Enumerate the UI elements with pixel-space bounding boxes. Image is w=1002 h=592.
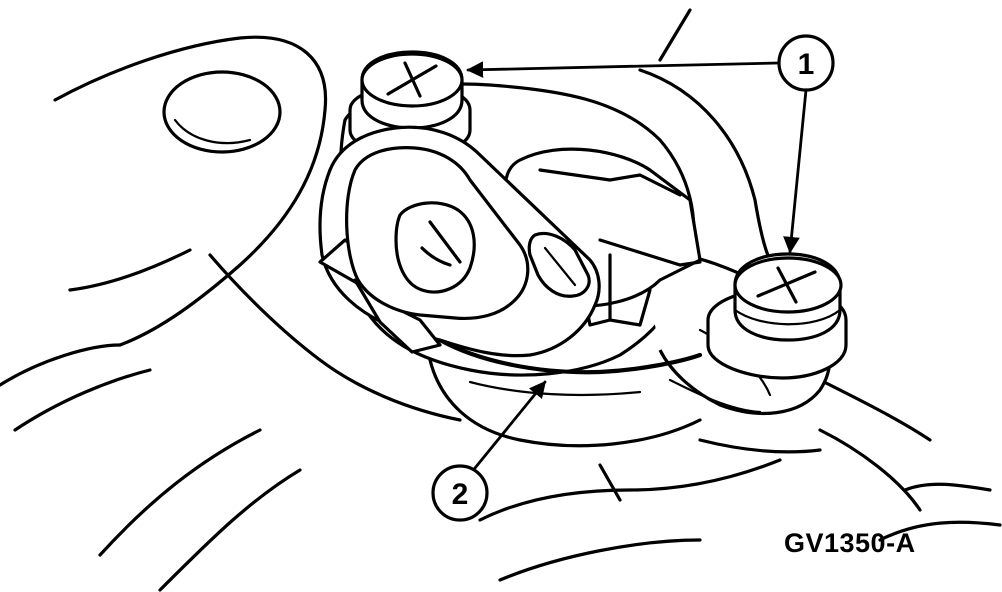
callout-1-leader-rear — [783, 88, 808, 254]
callout-2: 2 — [431, 380, 547, 522]
rear-mounting-bolt — [706, 252, 848, 380]
terminal-pin — [428, 220, 462, 264]
callout-2-number: 2 — [452, 478, 469, 511]
callout-2-leader — [473, 380, 547, 470]
callout-1: 1 — [466, 34, 835, 254]
callout-2-circle — [431, 464, 489, 522]
electrical-connector — [318, 125, 601, 358]
callout-1-leader-front — [466, 61, 780, 79]
callout-1-number: 1 — [798, 48, 815, 81]
bore-hole — [162, 70, 282, 154]
o-ring-seal — [437, 337, 703, 397]
figure-code: GV1350-A — [784, 528, 916, 558]
terminal-cavity — [394, 201, 476, 294]
